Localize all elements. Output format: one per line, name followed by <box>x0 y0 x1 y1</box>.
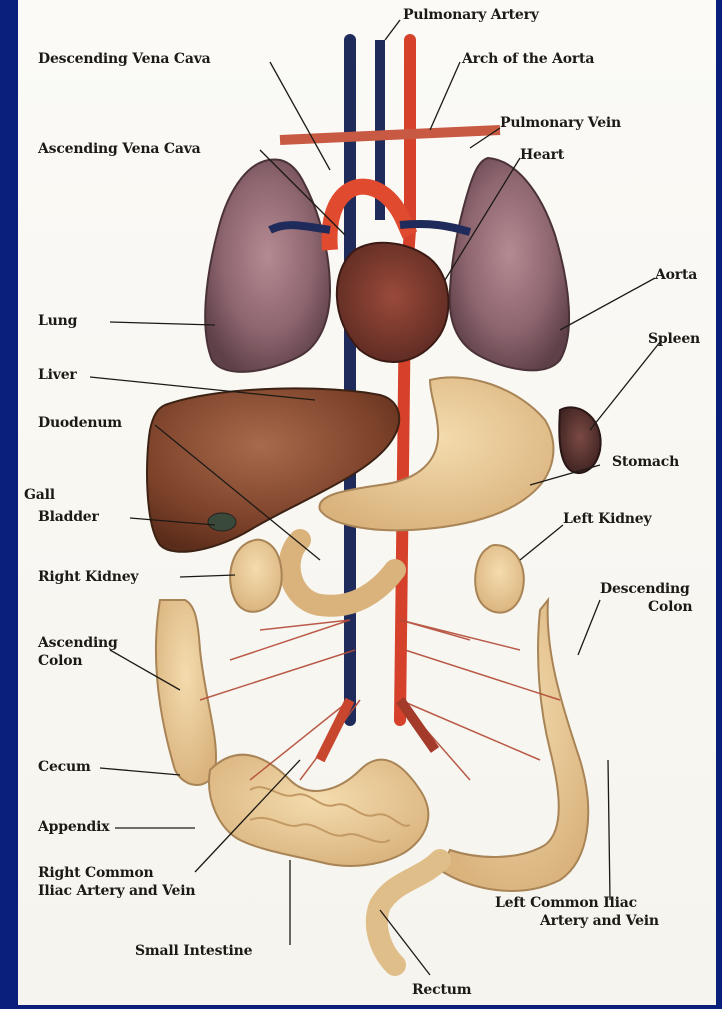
label-aorta: Aorta <box>655 268 697 283</box>
label-cecum: Cecum <box>38 760 91 775</box>
pulmonary-branch-left <box>270 225 330 230</box>
label-rectum: Rectum <box>412 983 471 998</box>
label-right-kidney: Right Kidney <box>38 570 138 585</box>
label-small-intestine: Small Intestine <box>135 944 252 959</box>
label-left-common-artery: Artery and Vein <box>540 914 659 929</box>
label-descending: Descending <box>600 582 690 597</box>
sigmoid-colon-organ <box>377 860 440 965</box>
label-right-common: Right Common <box>38 866 154 881</box>
label-pulmonary-artery: Pulmonary Artery <box>403 8 539 23</box>
label-left-kidney: Left Kidney <box>563 512 651 527</box>
left-lung <box>450 158 569 370</box>
left-kidney-organ <box>475 545 524 613</box>
label-gall: Gall <box>24 488 55 503</box>
descending-colon-organ <box>440 600 588 891</box>
label-ascending-vena-cava: Ascending Vena Cava <box>38 142 201 157</box>
small-intestine-organ <box>209 755 428 866</box>
label-arch-of-the-aorta: Arch of the Aorta <box>462 52 594 67</box>
label-colon-descending: Colon <box>648 600 692 615</box>
label-bladder: Bladder <box>38 510 99 525</box>
label-appendix: Appendix <box>38 820 109 835</box>
heart-organ <box>337 243 449 362</box>
aortic-arch-vessel <box>330 187 410 250</box>
label-right-common-iliac: Iliac Artery and Vein <box>38 884 195 899</box>
duodenum-organ <box>290 540 395 606</box>
right-kidney-organ <box>230 540 281 612</box>
label-stomach: Stomach <box>612 455 679 470</box>
label-descending-vena-cava: Descending Vena Cava <box>38 52 211 67</box>
label-colon-ascending: Colon <box>38 654 82 669</box>
label-duodenum: Duodenum <box>38 416 122 431</box>
right-lung <box>205 160 330 372</box>
label-pulmonary-vein: Pulmonary Vein <box>500 116 621 131</box>
label-heart: Heart <box>520 148 564 163</box>
aorta-vessel <box>400 40 410 720</box>
label-liver: Liver <box>38 368 77 383</box>
label-spleen: Spleen <box>648 332 700 347</box>
label-left-common-iliac: Left Common Iliac <box>495 896 637 911</box>
common-iliac-right <box>320 700 350 760</box>
label-ascending: Ascending <box>38 636 118 651</box>
ascending-colon-organ <box>156 600 216 785</box>
label-lung: Lung <box>38 314 77 329</box>
spleen-organ <box>559 407 600 473</box>
gall-bladder-organ <box>208 513 236 531</box>
